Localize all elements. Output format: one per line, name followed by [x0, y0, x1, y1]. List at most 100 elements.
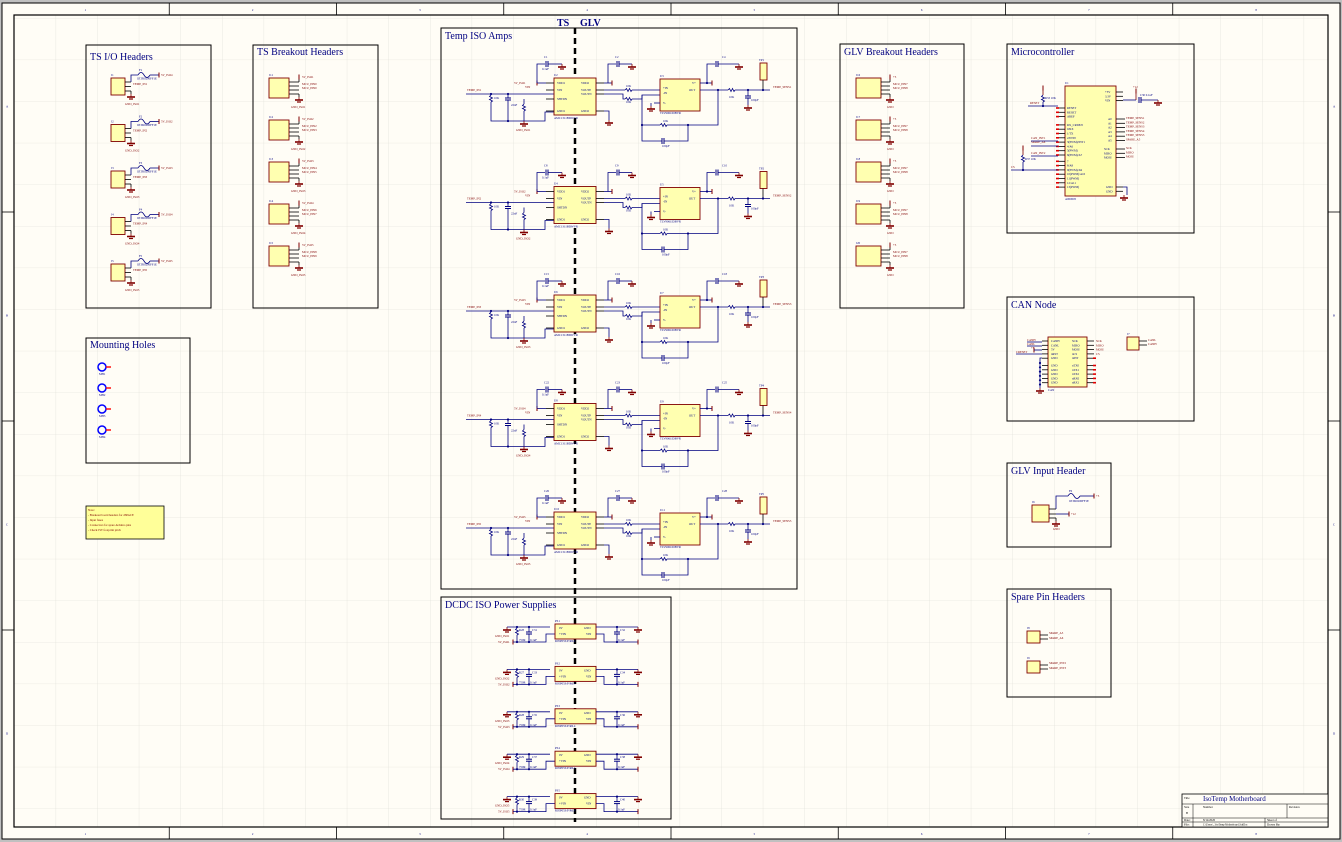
resistor-zigzag: [624, 96, 633, 102]
pin-name: 0V: [559, 753, 564, 757]
mounting-hole-ref: MH2: [99, 393, 106, 397]
fuse-symbol: [137, 258, 151, 264]
wire: [607, 280, 616, 300]
part-number: CAN: [1048, 388, 1055, 392]
ground-symbol: [295, 265, 303, 271]
cap-value: 100pF: [751, 315, 759, 319]
iso-amp-channel: TEMP_IN310K22nFGND_ISO3VINU6AMC1311BDWVR…: [466, 272, 792, 365]
cap-ref: C38: [620, 755, 626, 759]
net-label: GND: [887, 231, 894, 235]
header-ref: J14: [269, 199, 274, 203]
cap-value: 0.1uF: [542, 501, 549, 505]
part-ref: PS2: [555, 661, 560, 665]
ground-symbol: [295, 139, 303, 145]
junction-dot: [746, 522, 750, 526]
wire: [607, 497, 616, 517]
pin-name: VIN: [557, 305, 563, 309]
pin-name: GND: [584, 626, 591, 630]
pin-name: SHTDN: [557, 314, 568, 318]
pin-name: V-: [663, 535, 666, 539]
ground-symbol: [503, 754, 511, 760]
title-label: Title: [1184, 796, 1190, 800]
resistor-value: 750R: [519, 808, 526, 812]
block-glv-breakout-headers: GLV Breakout Headers J16+5MCU_PIN7MCU_PI…: [839, 43, 965, 309]
zone-column-label: 3: [419, 832, 421, 836]
zone-column-label: 1: [85, 8, 87, 12]
pin-name: A4: [1108, 134, 1112, 138]
cap-value: 0.1uF: [530, 808, 537, 812]
connector-body: [268, 203, 290, 225]
wire: [688, 524, 719, 560]
pin-name: nRX1: [1072, 381, 1080, 385]
net-label-gnd: GND_ISO5: [516, 562, 531, 566]
net-label-pwr: 5V_ISO5: [514, 515, 526, 519]
unconnected-marker: [1056, 154, 1059, 156]
pin-name: OUT: [689, 305, 695, 309]
resistor-value: 10K: [729, 421, 735, 425]
resistor: [624, 196, 633, 201]
pin-name: +VIN: [559, 717, 567, 721]
wire: [641, 233, 662, 250]
pin-name: OUT: [689, 414, 695, 418]
date-value: 8/14/2020: [1203, 818, 1216, 822]
net-label: MCU_PIN2: [302, 124, 317, 128]
pin-name: MOSI: [1104, 156, 1112, 160]
pin-name: 2/INT0: [1067, 136, 1076, 140]
ground-symbol: [127, 94, 135, 100]
junction-dot: [527, 768, 531, 771]
note-line: - Check JST footprint pitch: [88, 528, 121, 532]
fuse-ref: F6: [1069, 489, 1073, 493]
part-ref: U6: [554, 290, 558, 294]
junction-dot: [515, 625, 519, 629]
resistor-ref: R27: [519, 670, 525, 674]
ground-symbol: [735, 281, 743, 287]
part-ref: U8: [554, 399, 558, 403]
pin-name: A0: [1108, 117, 1112, 121]
net-label: MCU_PIN9: [302, 254, 317, 258]
resistor: [624, 313, 633, 319]
net-label: TEMP_IN3: [133, 175, 148, 179]
ground-symbol: [520, 555, 528, 561]
resistor-zigzag: [624, 413, 633, 418]
junction-dot: [761, 522, 765, 526]
pin-name: VIN: [586, 674, 592, 678]
resistor-value: 750R: [519, 680, 526, 684]
cap-value: 0.1uF: [618, 808, 625, 812]
unconnected-marker: [1056, 132, 1059, 135]
pin-name: V-: [663, 210, 666, 214]
dcdc-converter: [554, 750, 597, 767]
pin-name: VOUTN: [581, 526, 592, 530]
cap-value: 100pF: [751, 98, 759, 102]
net-label: GND_ISO2: [291, 147, 306, 151]
net-label-gnd: GND_ISO1: [495, 634, 510, 638]
junction-dot: [527, 668, 531, 671]
ground-symbol: [886, 265, 894, 271]
junction-dot: [515, 725, 519, 728]
junction-dot: [716, 88, 720, 92]
mounting-hole: MH3: [97, 404, 111, 418]
pin-name: +IN: [663, 86, 669, 90]
junction-dot: [705, 298, 709, 302]
part-number: TLV9061IDBVR: [660, 545, 681, 549]
ground-symbol: [628, 281, 636, 287]
ground-symbol: [127, 233, 135, 240]
part-number: TLV9061IDBVR: [660, 437, 681, 441]
wire: [596, 676, 638, 685]
wire: [130, 121, 138, 129]
pin-name: VDD1: [557, 190, 565, 194]
part-ref: U5: [660, 183, 664, 187]
net-label-gnd: GND_ISO1: [516, 128, 531, 132]
cap-value: 0.1uF: [542, 284, 549, 288]
pin-name: GND1: [557, 543, 565, 547]
net-label-pwr: 5V_ISO3: [514, 298, 526, 302]
net-label: 5V_ISO1: [302, 75, 314, 79]
iso-amp-channel: TEMP_IN210K22nFGND_ISO2VINU4AMC1311BDWVR…: [466, 164, 792, 257]
dcdc-converter: [554, 708, 597, 725]
fuse-part: 0ZTR0200FF1E: [137, 170, 157, 174]
net-label: MCU_PIN6: [302, 208, 317, 212]
header-ref: J9: [1027, 656, 1030, 660]
